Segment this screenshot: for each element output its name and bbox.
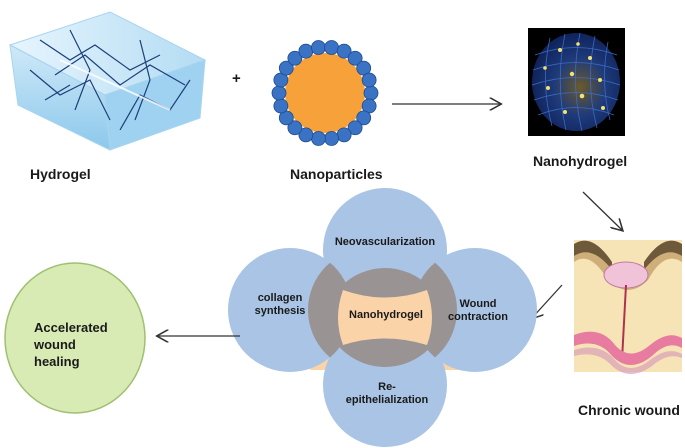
nanoparticle-bead <box>271 85 287 101</box>
venn-top-label: Neovascularization <box>334 236 436 248</box>
nanoparticle-bead <box>287 120 303 136</box>
accelerated-line3: healing <box>34 354 80 369</box>
nanoparticle-bead <box>336 127 352 143</box>
venn-left-line1: collagen <box>257 292 303 304</box>
chronic-wound-icon <box>574 240 682 374</box>
nanoparticle-bead <box>298 43 314 59</box>
nanoparticles-label: Nanoparticles <box>290 166 383 182</box>
nanohydrogel-label: Nanohydrogel <box>533 153 628 169</box>
accelerated-healing-circle <box>4 262 146 414</box>
plus-sign: + <box>232 70 241 87</box>
nanoparticle-bead <box>311 131 326 146</box>
accelerated-line2: wound <box>34 337 76 352</box>
nanoparticle-bead <box>347 120 363 136</box>
venn-right-line1: Wound <box>459 298 497 310</box>
nanoparticle-bead <box>298 127 314 143</box>
nanoparticle-icon <box>271 40 379 146</box>
accelerated-healing-label: Accelerated wound healing <box>34 319 108 370</box>
venn-bottom-line2: epithelialization <box>345 394 429 406</box>
nanoparticle-bead <box>278 60 294 76</box>
nanoparticle-bead <box>273 98 289 114</box>
nanoparticle-core <box>285 53 365 133</box>
venn-left-label: collagen synthesis <box>247 292 313 318</box>
nanoparticle-bead <box>363 85 379 101</box>
nanoparticle-bead <box>361 72 377 88</box>
venn-diagram <box>228 188 537 447</box>
nanoparticle-bead <box>287 50 303 66</box>
venn-left-line2: synthesis <box>254 305 306 317</box>
arrow-to-chronic-wound <box>582 191 622 230</box>
venn-right-label: Wound contraction <box>438 298 518 324</box>
venn-bottom-line1: Re- <box>378 381 396 393</box>
hydrogel-label: Hydrogel <box>30 166 91 182</box>
chronic-wound-label: Chronic wound <box>578 402 680 418</box>
nanoparticle-bead <box>356 110 372 126</box>
nanoparticle-bead <box>336 43 352 59</box>
venn-right-line2: contraction <box>448 311 508 323</box>
nanohydrogel-icon <box>528 28 625 136</box>
nanoparticle-bead <box>324 40 339 55</box>
arrow-to-venn <box>532 284 563 318</box>
nanoparticle-bead <box>347 50 363 66</box>
nanoparticle-bead <box>324 131 339 146</box>
nanoparticle-bead <box>311 40 326 55</box>
accelerated-line1: Accelerated <box>34 320 108 335</box>
venn-bottom-label: Re- epithelialization <box>332 381 442 407</box>
venn-center-label: Nanohydrogel <box>349 309 423 321</box>
hydrogel-block-icon <box>8 11 207 151</box>
